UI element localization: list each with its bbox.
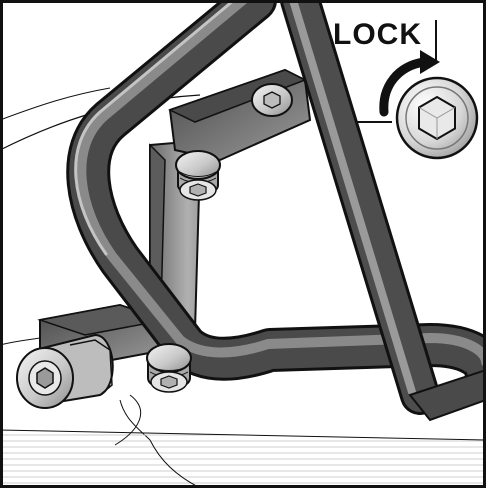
hex-socket-icon: [160, 375, 178, 389]
lower-bracket-bolt: [146, 343, 192, 393]
frame-tube: [66, 0, 486, 392]
upper-bracket-bolt: [175, 150, 221, 201]
hex-socket-icon: [189, 183, 207, 197]
upper-mount-plate: [168, 68, 312, 162]
lock-callout: LOCK: [333, 18, 479, 160]
hex-socket-bolt-icon: [395, 76, 479, 160]
diagonal-strut: [280, 0, 486, 422]
lock-label: LOCK: [333, 18, 422, 51]
side-spacer: [16, 333, 114, 409]
hex-socket-icon: [263, 91, 281, 109]
hex-socket-icon: [36, 367, 54, 389]
clockwise-arrow-icon: [379, 50, 440, 117]
